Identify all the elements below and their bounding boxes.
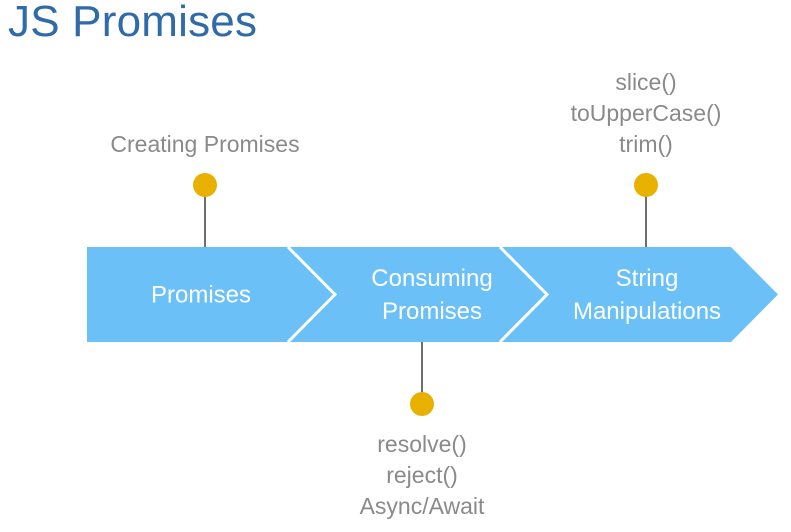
note-creating-promises-line: Creating Promises — [110, 131, 299, 157]
process-arrow — [87, 245, 778, 344]
note-consuming-methods-line: Async/Await — [360, 493, 485, 519]
note-string-methods-marker — [634, 173, 658, 197]
note-string-methods-line: slice() — [615, 69, 676, 95]
chevron-separator-1 — [286, 245, 338, 344]
notes: Creating Promises resolve() reject() Async/… — [110, 69, 721, 519]
note-consuming-methods: resolve() reject() Async/Await — [360, 431, 485, 519]
stage-string-manipulations-label-line: String — [616, 265, 679, 292]
chevron-separator-2 — [498, 245, 550, 344]
note-creating-promises: Creating Promises — [110, 131, 299, 157]
stage-consuming-promises-label-line: Consuming — [371, 265, 492, 292]
stage-promises-label: Promises — [151, 282, 251, 309]
note-consuming-methods-line: resolve() — [377, 431, 466, 457]
page-title: JS Promises — [8, 0, 258, 46]
stage-promises-label-line: Promises — [151, 282, 251, 309]
note-string-methods-line: toUpperCase() — [571, 100, 722, 126]
arrow-band — [87, 247, 778, 342]
note-string-methods-line: trim() — [619, 131, 673, 157]
note-string-methods: slice() toUpperCase() trim() — [571, 69, 722, 157]
note-creating-promises-marker — [193, 173, 217, 197]
note-consuming-methods-marker — [410, 392, 434, 416]
stage-string-manipulations-label-line: Manipulations — [573, 298, 721, 325]
connectors — [193, 173, 658, 416]
note-consuming-methods-line: reject() — [386, 462, 458, 488]
stage-consuming-promises-label-line: Promises — [382, 298, 482, 325]
